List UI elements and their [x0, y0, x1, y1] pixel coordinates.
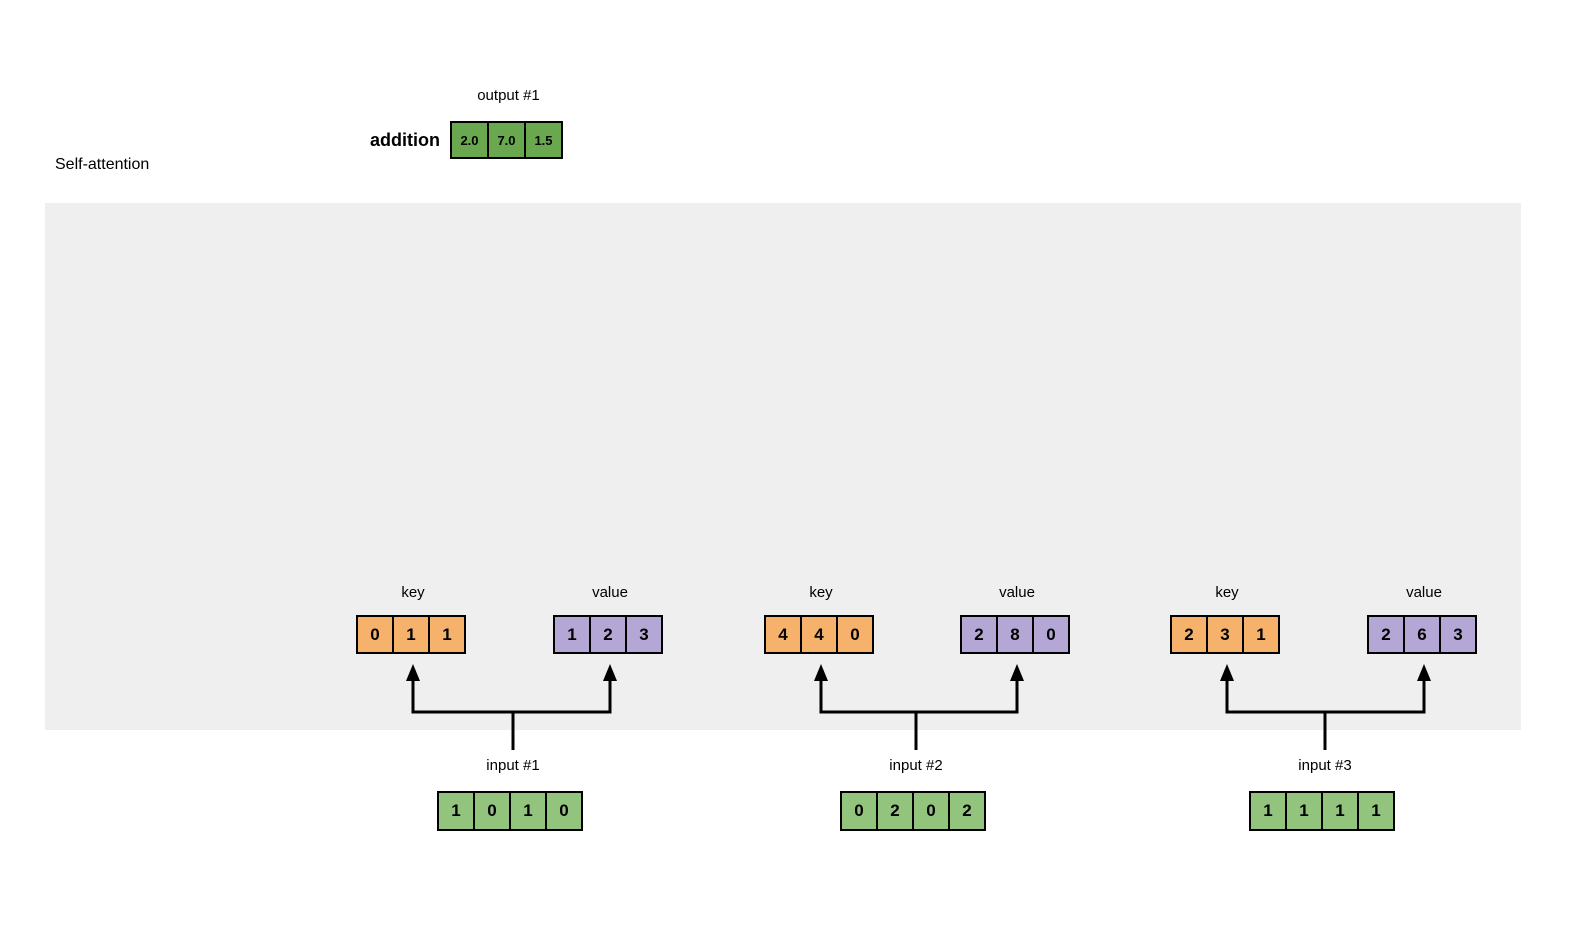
output-vector-cell: 2.0: [450, 121, 489, 159]
value-vector-label: value: [592, 584, 628, 601]
key-vector-label: key: [809, 584, 833, 601]
input-vector-cell: 2: [948, 791, 986, 831]
value-vector-cell: 8: [996, 615, 1034, 654]
value-vector-label: value: [999, 584, 1035, 601]
input-vector-cell: 2: [876, 791, 914, 831]
addition-operation-label: addition: [370, 130, 440, 150]
key-vector-cell: 1: [392, 615, 430, 654]
value-vector: 2 8 0: [960, 615, 1070, 654]
key-vector-cell: 0: [836, 615, 874, 654]
input-vector-cell: 1: [1285, 791, 1323, 831]
input-vector-cell: 0: [545, 791, 583, 831]
input-vector-cell: 1: [1249, 791, 1287, 831]
input-vector: 1 1 1 1: [1249, 791, 1395, 831]
key-vector-cell: 1: [428, 615, 466, 654]
value-vector-cell: 3: [1439, 615, 1477, 654]
key-vector: 0 1 1: [356, 615, 466, 654]
key-vector-cell: 1: [1242, 615, 1280, 654]
value-vector: 2 6 3: [1367, 615, 1477, 654]
value-vector-cell: 0: [1032, 615, 1070, 654]
input-vector-cell: 1: [509, 791, 547, 831]
key-vector-cell: 2: [1170, 615, 1208, 654]
input-vector-cell: 1: [1357, 791, 1395, 831]
value-vector-label: value: [1406, 584, 1442, 601]
input-vector-cell: 0: [912, 791, 950, 831]
value-vector-cell: 2: [1367, 615, 1405, 654]
key-vector-cell: 4: [764, 615, 802, 654]
value-vector: 1 2 3: [553, 615, 663, 654]
value-vector-cell: 6: [1403, 615, 1441, 654]
input-vector-label: input #3: [1298, 757, 1352, 774]
input-vector-cell: 1: [1321, 791, 1359, 831]
input-vector-cell: 0: [473, 791, 511, 831]
key-vector-cell: 3: [1206, 615, 1244, 654]
key-vector: 2 3 1: [1170, 615, 1280, 654]
value-vector-cell: 1: [553, 615, 591, 654]
key-vector-label: key: [401, 584, 425, 601]
input-vector-cell: 0: [840, 791, 878, 831]
value-vector-cell: 2: [960, 615, 998, 654]
value-vector-cell: 2: [589, 615, 627, 654]
input-vector: 1 0 1 0: [437, 791, 583, 831]
input-vector: 0 2 0 2: [840, 791, 986, 831]
output-vector: 2.0 7.0 1.5: [450, 121, 563, 159]
key-vector-label: key: [1215, 584, 1239, 601]
input-vector-label: input #1: [486, 757, 540, 774]
output-vector-cell: 7.0: [487, 121, 526, 159]
output-vector-label: output #1: [477, 87, 540, 104]
value-vector-cell: 3: [625, 615, 663, 654]
key-vector-cell: 4: [800, 615, 838, 654]
diagram-title: Self-attention: [55, 156, 150, 173]
output-vector-cell: 1.5: [524, 121, 563, 159]
key-vector: 4 4 0: [764, 615, 874, 654]
key-vector-cell: 0: [356, 615, 394, 654]
input-vector-label: input #2: [889, 757, 943, 774]
input-vector-cell: 1: [437, 791, 475, 831]
